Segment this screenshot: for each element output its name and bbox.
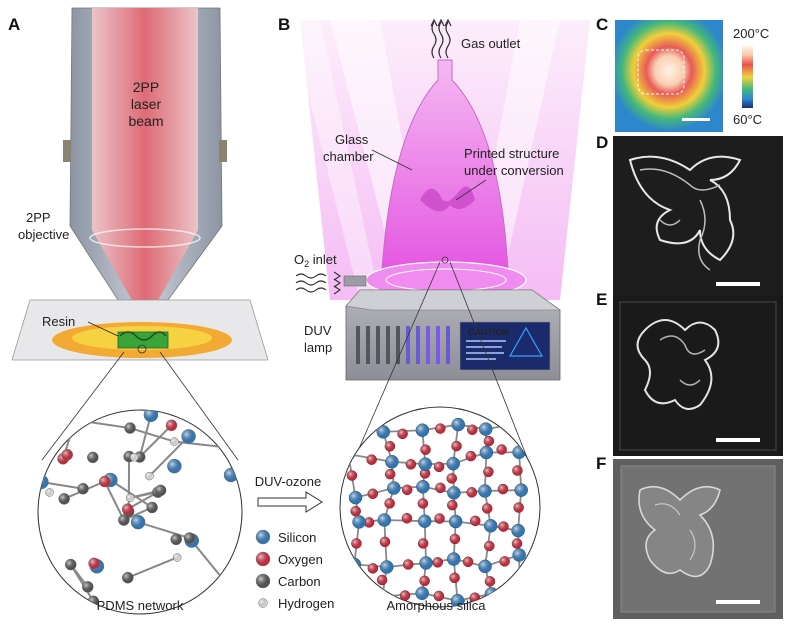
- panel-label-b: B: [278, 15, 290, 34]
- legend-label: Silicon: [278, 530, 316, 545]
- silicon-atom: [343, 585, 358, 600]
- gas-outlet-label: Gas outlet: [461, 36, 521, 51]
- legend-label: Hydrogen: [278, 596, 334, 611]
- zoom-line-left-b: [353, 261, 441, 461]
- colorbar: [742, 46, 753, 108]
- pdms-atom: [205, 597, 218, 610]
- objective-label-2: objective: [18, 227, 69, 242]
- legend-item: Hydrogen: [258, 596, 334, 611]
- silicon-atom: [512, 593, 527, 607]
- pdms-atom: [68, 601, 80, 613]
- panel-d: D: [596, 133, 783, 296]
- printed-structure-label-1: Printed structure: [464, 146, 559, 161]
- silicon-atom: [349, 417, 363, 431]
- o2-inlet-label: O2 inlet: [294, 252, 337, 269]
- zoom-line-left-a: [41, 351, 125, 461]
- pdms-atom: [221, 577, 230, 587]
- panel-f: F: [596, 454, 783, 619]
- panel-label-c: C: [596, 15, 608, 34]
- colorbar-max-label: 200°C: [733, 26, 769, 41]
- oxygen-atom: [498, 591, 509, 602]
- beam-label-3: beam: [128, 113, 163, 129]
- glass-chamber-label-1: Glass: [335, 132, 369, 147]
- pdms-network-label: PDMS network: [97, 598, 184, 613]
- silicon-atom: [523, 414, 538, 429]
- panel-b: B Gas outlet Glass chamber Printed struc…: [278, 15, 590, 613]
- printed-structure-label-2: under conversion: [464, 163, 564, 178]
- printed-structure-b: [420, 186, 475, 212]
- panel-a: A 2PP laser beam 2PP objective Resin PDM…: [8, 7, 269, 615]
- pdms-atom: [67, 412, 83, 428]
- pdms-atom: [50, 589, 62, 601]
- objective-clip-right: [219, 140, 227, 162]
- pdms-atom: [51, 581, 60, 591]
- lens-element: [89, 228, 201, 248]
- oxygen-atom: [512, 573, 524, 584]
- oxygen-atom: [502, 417, 514, 429]
- legend-item: Silicon: [255, 529, 316, 545]
- conversion: DUV-ozone: [255, 474, 323, 513]
- amorphous-silica-label: Amorphous silica: [387, 598, 487, 613]
- amorphous-silica-circle: [339, 406, 541, 608]
- legend-item: Carbon: [255, 573, 321, 589]
- pdms-atom: [222, 598, 234, 610]
- beam-label-1: 2PP: [133, 79, 159, 95]
- resin-label: Resin: [42, 314, 75, 329]
- glass-chamber-label-2: chamber: [323, 149, 374, 164]
- scale-bar-f: [716, 600, 760, 604]
- laser-beam: [92, 8, 198, 318]
- legend-item: Oxygen: [255, 551, 323, 567]
- sem-image-d: [613, 136, 783, 296]
- lamp-vents: [356, 326, 450, 364]
- objective-clip-left: [63, 140, 71, 162]
- panel-label-f: F: [596, 454, 606, 473]
- panel-c: C 200°C 60°C: [596, 15, 769, 132]
- sample-outline: [637, 49, 685, 95]
- panel-label-d: D: [596, 133, 608, 152]
- objective-label-1: 2PP: [26, 210, 51, 225]
- sem-image-e: [613, 296, 783, 456]
- duv-lamp-label-2: lamp: [304, 340, 332, 355]
- zoom-line-right-b: [449, 261, 529, 461]
- caution-title: CAUTION: [468, 327, 509, 337]
- panel-e: E: [596, 290, 783, 456]
- scale-bar-e: [716, 438, 760, 442]
- conversion-arrow: [257, 491, 323, 513]
- colorbar-min-label: 60°C: [733, 112, 762, 127]
- silica-molecules: [341, 414, 538, 607]
- scale-bar-c: [682, 118, 710, 121]
- panel-label-a: A: [8, 15, 20, 34]
- duv-lamp-label-1: DUV: [304, 323, 332, 338]
- oxygen-atom: [346, 575, 358, 587]
- scale-bar-d: [716, 282, 760, 286]
- oxygen-atom: [520, 431, 532, 442]
- duv-ozone-label: DUV-ozone: [255, 474, 321, 489]
- legend-label: Oxygen: [278, 552, 323, 567]
- legend-label: Carbon: [278, 574, 321, 589]
- beam-label-2: laser: [131, 96, 162, 112]
- oxygen-atom: [349, 434, 360, 446]
- panel-label-e: E: [596, 290, 607, 309]
- warning-icon: [508, 326, 544, 357]
- zoom-line-right-a: [159, 351, 239, 461]
- oxygen-atom: [359, 590, 370, 601]
